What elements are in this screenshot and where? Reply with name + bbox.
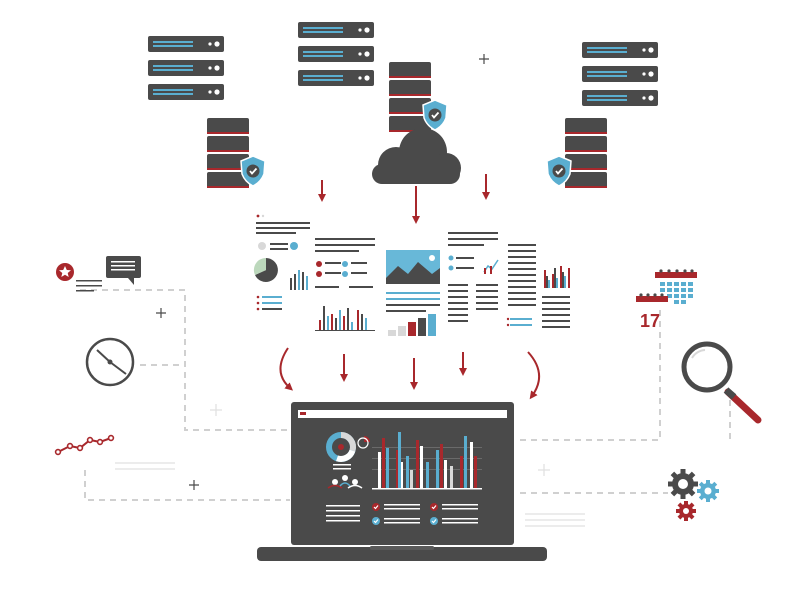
dashboard-bar-chart — [372, 432, 482, 490]
trend-line-icon — [54, 434, 115, 456]
cloud-icon — [372, 128, 461, 184]
server-rack-icon — [298, 22, 374, 86]
faint-lines — [115, 462, 585, 527]
document-report-icon — [384, 240, 442, 340]
star-badge-icon — [56, 263, 74, 281]
secure-database-stack — [546, 118, 607, 188]
magnifier-icon — [681, 341, 762, 424]
inflow-arrows — [318, 174, 490, 224]
dashed-connectors — [80, 289, 731, 501]
server-rack-icon — [582, 42, 658, 106]
plus-marks — [156, 54, 489, 490]
gears-icon — [668, 469, 719, 521]
people-icon — [332, 475, 358, 485]
server-rack-icon — [148, 36, 224, 100]
document-report-icon — [506, 242, 572, 338]
calendar-day-label: 17 — [640, 311, 660, 331]
dashboard-list — [326, 503, 478, 525]
pie-mini — [364, 436, 370, 442]
secure-database-stack — [207, 118, 266, 188]
donut-chart — [326, 432, 356, 462]
chat-bubble-icon — [106, 256, 141, 285]
document-report-icon — [313, 236, 379, 336]
report-documents — [253, 212, 572, 340]
calendar-icon: 17 — [636, 269, 697, 331]
note-lines — [76, 280, 102, 292]
outflow-arrows — [279, 347, 540, 400]
document-report-icon — [446, 228, 504, 332]
plus-marks-light — [210, 404, 550, 476]
secure-database-stack — [389, 62, 448, 132]
laptop-dashboard-icon — [257, 402, 547, 561]
clock-icon — [85, 337, 135, 387]
document-report-icon — [253, 212, 314, 317]
